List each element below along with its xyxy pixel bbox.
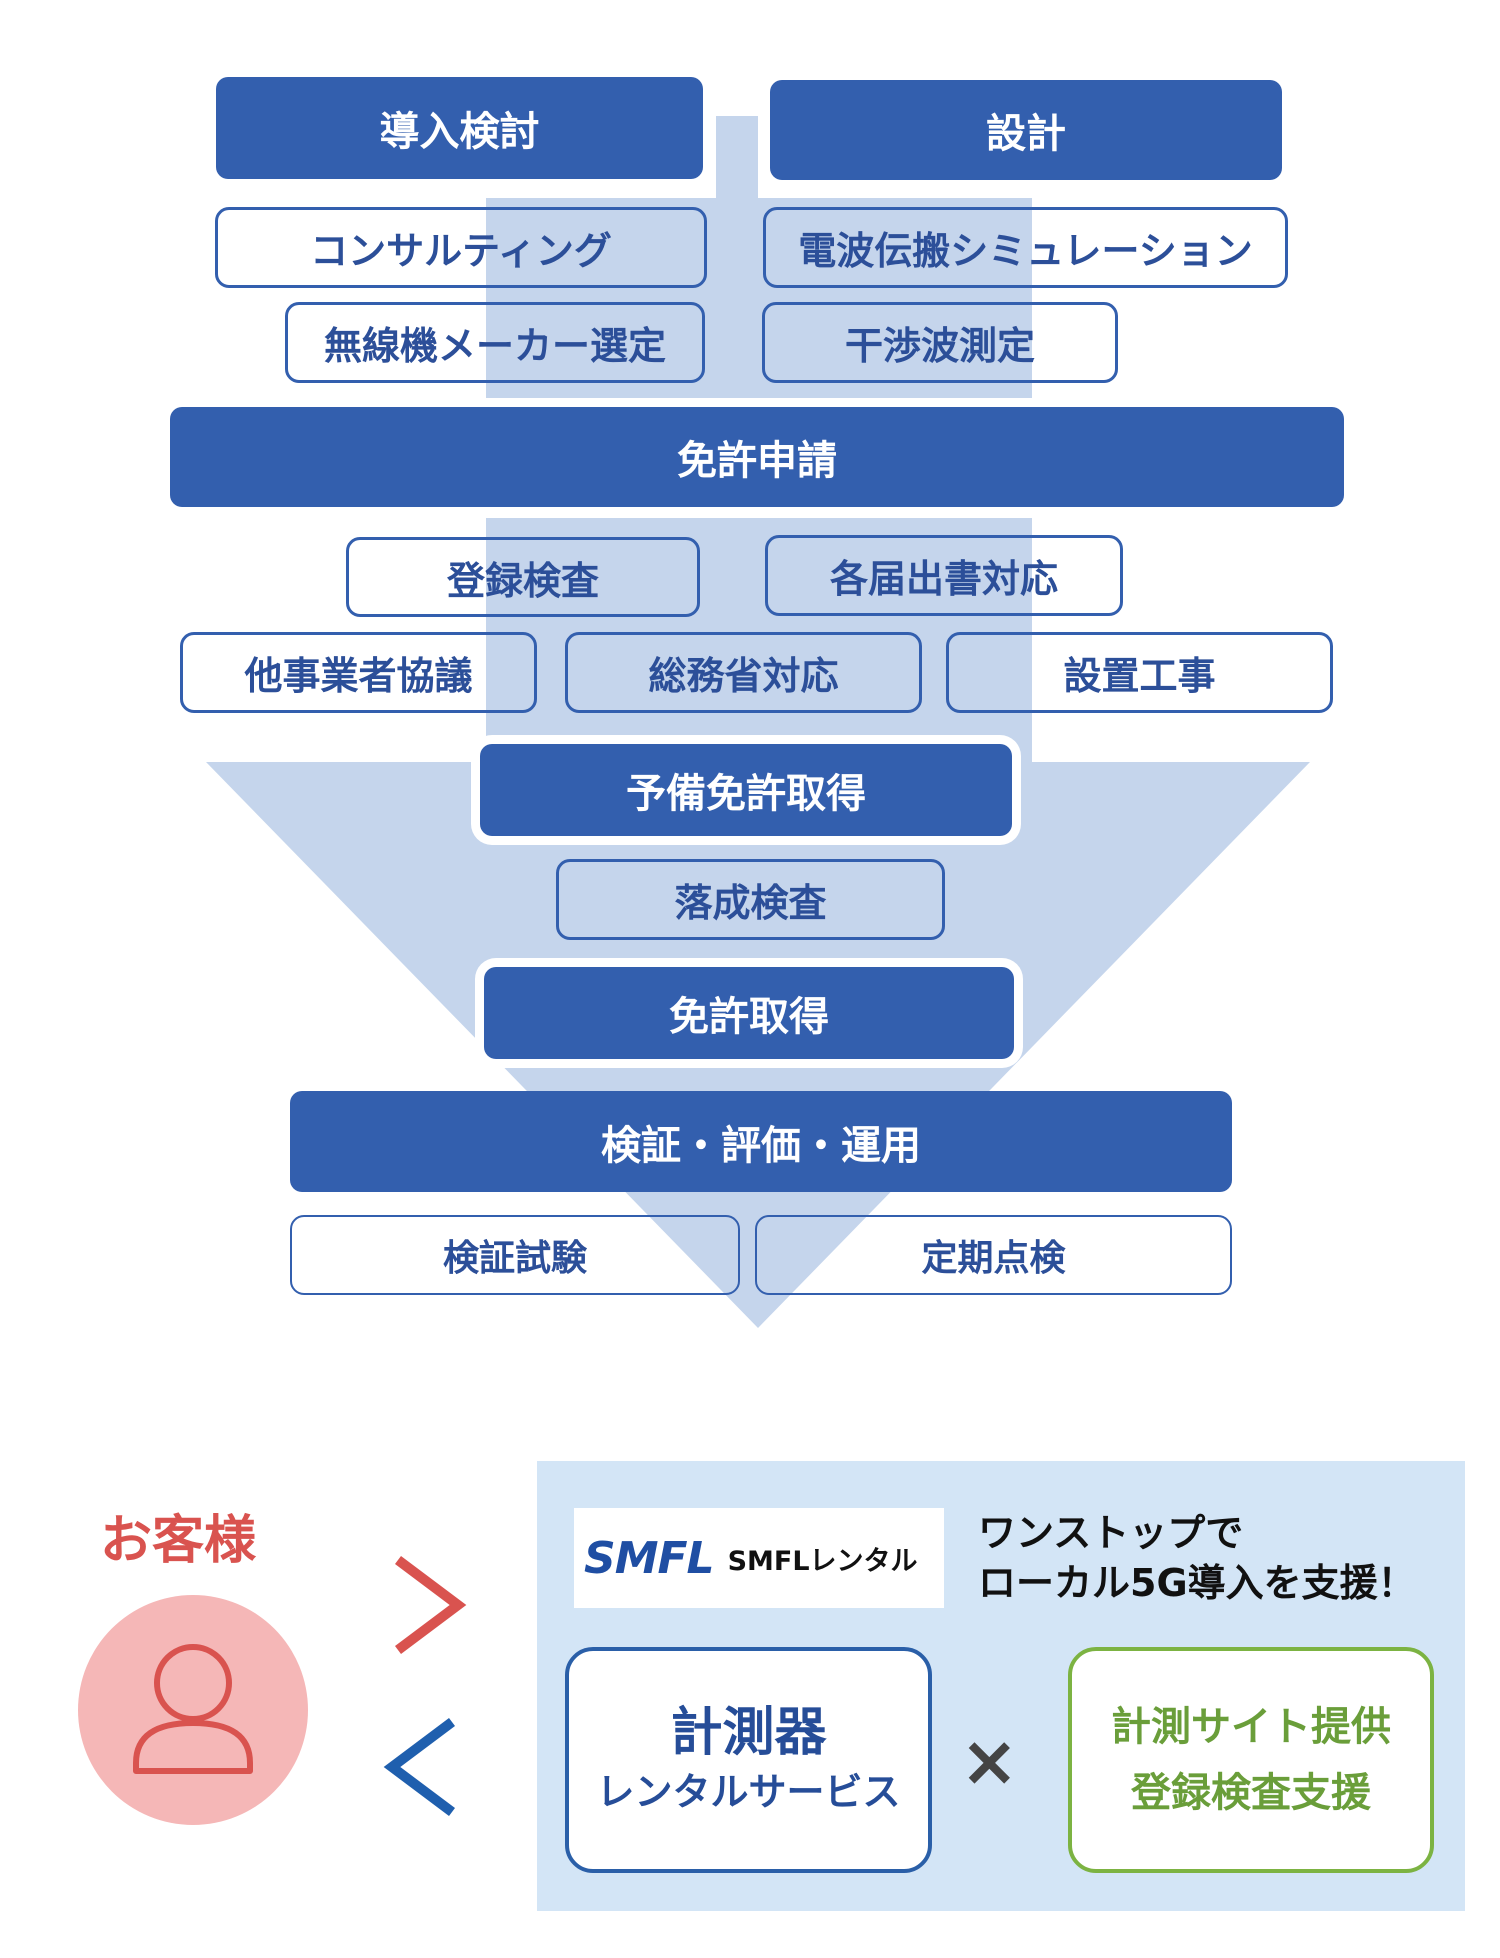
- less-than-arrow: [383, 1718, 455, 1816]
- rental-service-subtitle: レンタルサービス: [596, 1770, 901, 1814]
- rental-service-card: 計測器 レンタルサービス: [565, 1647, 932, 1873]
- site-service-line1: 計測サイト提供: [1111, 1704, 1391, 1750]
- stage-license-application: 免許申請: [170, 407, 1344, 507]
- tagline-line1: ワンストップで: [978, 1511, 1244, 1555]
- item-consulting: コンサルティング: [215, 207, 707, 288]
- arrow-upper-shaft: [486, 116, 1032, 398]
- stage-design: 設計: [770, 80, 1282, 180]
- item-radio-simulation: 電波伝搬シミュレーション: [763, 207, 1288, 288]
- item-installation-work: 設置工事: [946, 632, 1333, 713]
- item-periodic-inspection: 定期点検: [755, 1215, 1232, 1295]
- item-completion-inspection: 落成検査: [556, 859, 945, 940]
- tagline: ワンストップで ローカル5G導入を支援！: [978, 1508, 1416, 1608]
- smfl-logo: SMFL SMFLレンタル: [574, 1508, 944, 1608]
- greater-than-arrow: [395, 1556, 467, 1654]
- tagline-line2: ローカル5G導入を支援！: [978, 1561, 1416, 1605]
- item-vendor-selection: 無線機メーカー選定: [285, 302, 705, 383]
- person-icon: [133, 1644, 253, 1774]
- item-other-operator-consultation: 他事業者協議: [180, 632, 537, 713]
- customer-label: お客様: [100, 1511, 257, 1571]
- item-notifications: 各届出書対応: [765, 535, 1123, 616]
- stage-preliminary-license: 予備免許取得: [480, 744, 1012, 836]
- logo-text: SMFLレンタル: [727, 1545, 918, 1577]
- times-symbol: ×: [960, 1720, 1019, 1802]
- site-service-card: 計測サイト提供 登録検査支援: [1068, 1647, 1434, 1873]
- logo-mark: SMFL: [584, 1532, 715, 1584]
- item-registration-inspection: 登録検査: [346, 537, 700, 617]
- stage-operation: 検証・評価・運用: [290, 1091, 1232, 1192]
- item-interference-measurement: 干渉波測定: [762, 302, 1118, 383]
- stage-license-acquired: 免許取得: [484, 967, 1014, 1059]
- stage-planning: 導入検討: [216, 77, 703, 179]
- rental-service-title: 計測器: [670, 1703, 827, 1763]
- customer-avatar: [78, 1595, 308, 1825]
- item-verification-test: 検証試験: [290, 1215, 740, 1295]
- item-ministry-handling: 総務省対応: [565, 632, 922, 713]
- site-service-line2: 登録検査支援: [1131, 1770, 1371, 1816]
